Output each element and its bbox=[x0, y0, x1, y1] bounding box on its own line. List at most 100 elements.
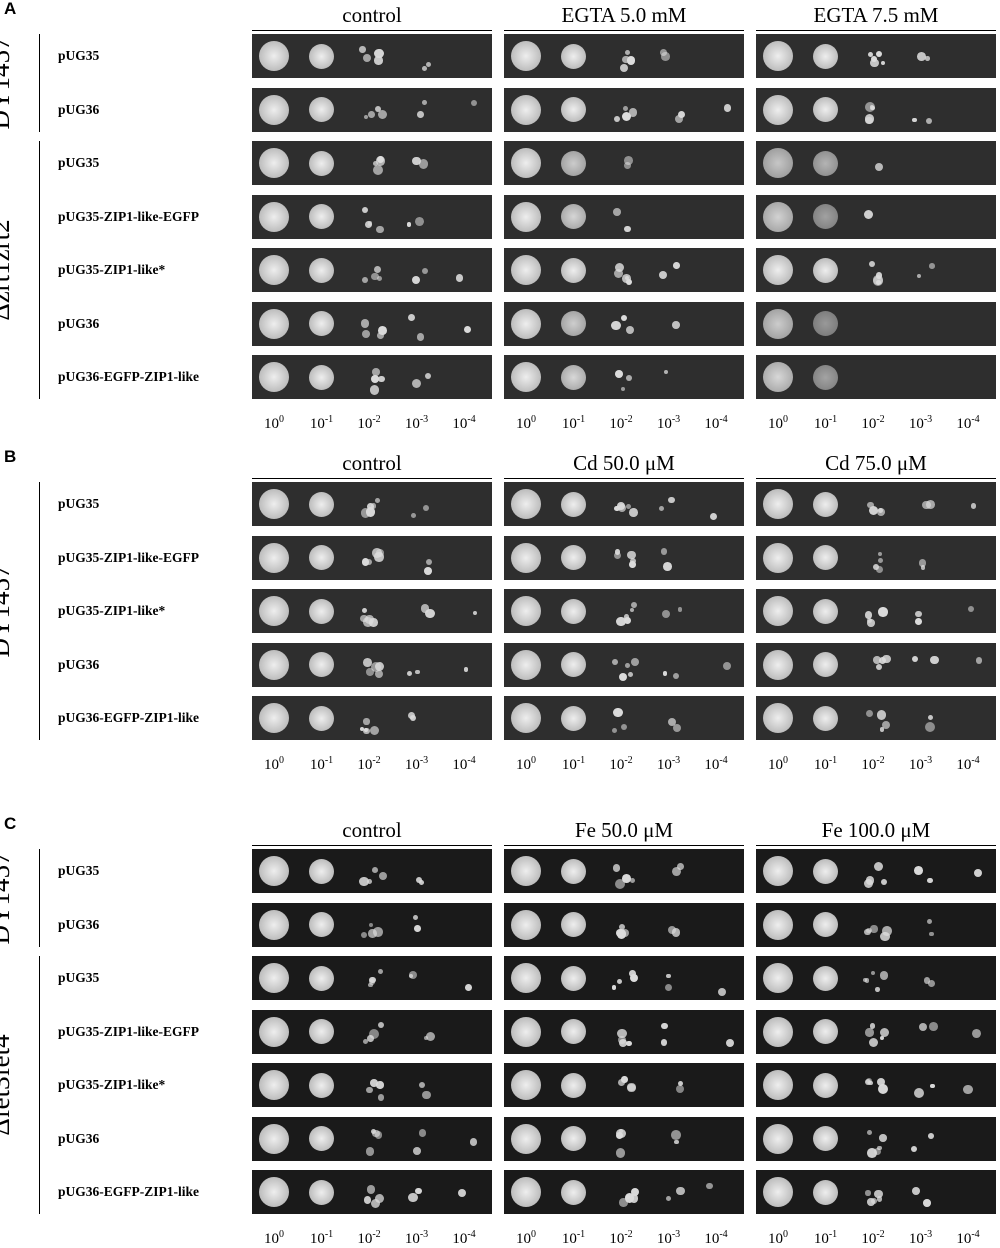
yeast-spot bbox=[309, 545, 334, 570]
dilution-exponent: -2 bbox=[876, 413, 885, 425]
plate-strip bbox=[504, 482, 744, 526]
dilution-exponent: -2 bbox=[372, 1228, 381, 1240]
yeast-spot bbox=[511, 856, 541, 886]
yeast-colony bbox=[661, 52, 670, 61]
yeast-spot bbox=[309, 311, 334, 336]
yeast-colony bbox=[873, 861, 884, 872]
plate-strip bbox=[756, 248, 996, 292]
dilution-label: 10-4 bbox=[946, 752, 990, 774]
plasmid-label: pUG36 bbox=[58, 656, 100, 672]
condition-header: control bbox=[252, 815, 492, 846]
plate-strip bbox=[504, 141, 744, 185]
yeast-colony bbox=[875, 279, 881, 286]
yeast-colony bbox=[923, 977, 931, 984]
plate-strip bbox=[504, 87, 744, 132]
dilution-base: 10 bbox=[516, 415, 531, 432]
yeast-spot bbox=[511, 1070, 541, 1100]
yeast-colony bbox=[865, 1028, 874, 1037]
dilution-exponent: -3 bbox=[419, 754, 429, 766]
plasmid-label: pUG35-ZIP1-like-EGFP bbox=[58, 549, 199, 565]
dilution-base: 10 bbox=[404, 1230, 420, 1247]
dilution-label: 10-4 bbox=[946, 411, 990, 433]
yeast-spot bbox=[763, 856, 793, 886]
yeast-colony bbox=[375, 106, 381, 113]
yeast-spot bbox=[813, 204, 838, 229]
yeast-spot bbox=[309, 364, 334, 390]
yeast-spot bbox=[813, 1072, 838, 1098]
plate-strip bbox=[756, 849, 996, 893]
yeast-colony bbox=[661, 1022, 668, 1029]
yeast-colony bbox=[455, 274, 463, 282]
yeast-colony bbox=[717, 987, 726, 996]
plate-strip bbox=[756, 34, 996, 78]
dilution-label: 10-3 bbox=[647, 752, 691, 774]
yeast-colony bbox=[363, 54, 372, 63]
plasmid-label: pUG36-EGFP-ZIP1-like bbox=[58, 1184, 199, 1199]
yeast-colony bbox=[620, 314, 628, 322]
yeast-colony bbox=[374, 48, 385, 59]
yeast-colony bbox=[359, 876, 370, 887]
yeast-colony bbox=[621, 112, 631, 122]
dilution-base: 10 bbox=[561, 756, 577, 773]
yeast-colony bbox=[630, 1187, 639, 1196]
yeast-spot bbox=[259, 94, 289, 125]
yeast-colony bbox=[661, 1039, 668, 1046]
dilution-label: 10-1 bbox=[300, 752, 344, 774]
yeast-colony bbox=[926, 117, 933, 125]
yeast-colony bbox=[879, 1134, 887, 1142]
yeast-colony bbox=[880, 60, 886, 65]
dilution-exponent: -1 bbox=[324, 413, 334, 425]
yeast-colony bbox=[369, 618, 378, 627]
dilution-exponent: -1 bbox=[576, 413, 586, 425]
dilution-label: 10-3 bbox=[899, 752, 943, 774]
yeast-colony bbox=[920, 565, 926, 570]
yeast-spot bbox=[259, 255, 289, 285]
yeast-spot bbox=[561, 545, 586, 570]
dilution-base: 10 bbox=[656, 756, 672, 773]
yeast-spot bbox=[511, 255, 541, 285]
yeast-colony bbox=[879, 1035, 884, 1041]
dilution-label: 10-4 bbox=[694, 411, 738, 433]
yeast-colony bbox=[918, 559, 927, 567]
dilution-exponent: -4 bbox=[971, 1228, 980, 1240]
condition-header: Fe 100.0 μM bbox=[756, 815, 996, 846]
dilution-label: 100 bbox=[756, 411, 800, 433]
yeast-colony bbox=[881, 720, 890, 729]
strain-group: DY1457 bbox=[0, 34, 50, 132]
plate-strip bbox=[252, 1009, 492, 1054]
yeast-spot bbox=[561, 491, 586, 517]
dilution-exponent: -2 bbox=[624, 413, 633, 425]
yeast-colony bbox=[864, 1078, 872, 1086]
yeast-colony bbox=[627, 672, 633, 677]
yeast-colony bbox=[659, 270, 668, 279]
dilution-base: 10 bbox=[908, 756, 924, 773]
yeast-spot bbox=[763, 963, 793, 993]
plate-strip bbox=[504, 301, 744, 346]
yeast-colony bbox=[378, 871, 388, 881]
yeast-colony bbox=[927, 877, 934, 884]
yeast-colony bbox=[666, 973, 671, 979]
dilution-base: 10 bbox=[861, 756, 877, 773]
yeast-colony bbox=[420, 604, 429, 613]
yeast-spot bbox=[511, 489, 541, 519]
dilution-base: 10 bbox=[704, 1230, 720, 1247]
yeast-colony bbox=[619, 924, 626, 930]
yeast-spot bbox=[259, 362, 289, 392]
yeast-spot bbox=[309, 43, 334, 69]
plasmid-label: pUG36 bbox=[58, 101, 100, 117]
yeast-colony bbox=[360, 319, 369, 328]
yeast-colony bbox=[408, 970, 418, 980]
yeast-colony bbox=[870, 925, 878, 933]
yeast-spot bbox=[309, 491, 334, 517]
dilution-exponent: -2 bbox=[876, 1228, 885, 1240]
plate-strip bbox=[252, 696, 492, 740]
yeast-colony bbox=[362, 1038, 369, 1044]
yeast-colony bbox=[413, 1147, 422, 1155]
yeast-colony bbox=[725, 1038, 735, 1048]
yeast-spot bbox=[813, 257, 838, 283]
panel-letter: C bbox=[4, 814, 17, 833]
yeast-colony bbox=[614, 262, 624, 273]
dilution-exponent: -3 bbox=[923, 754, 933, 766]
yeast-spot bbox=[309, 912, 334, 937]
plate-strip bbox=[756, 642, 996, 687]
